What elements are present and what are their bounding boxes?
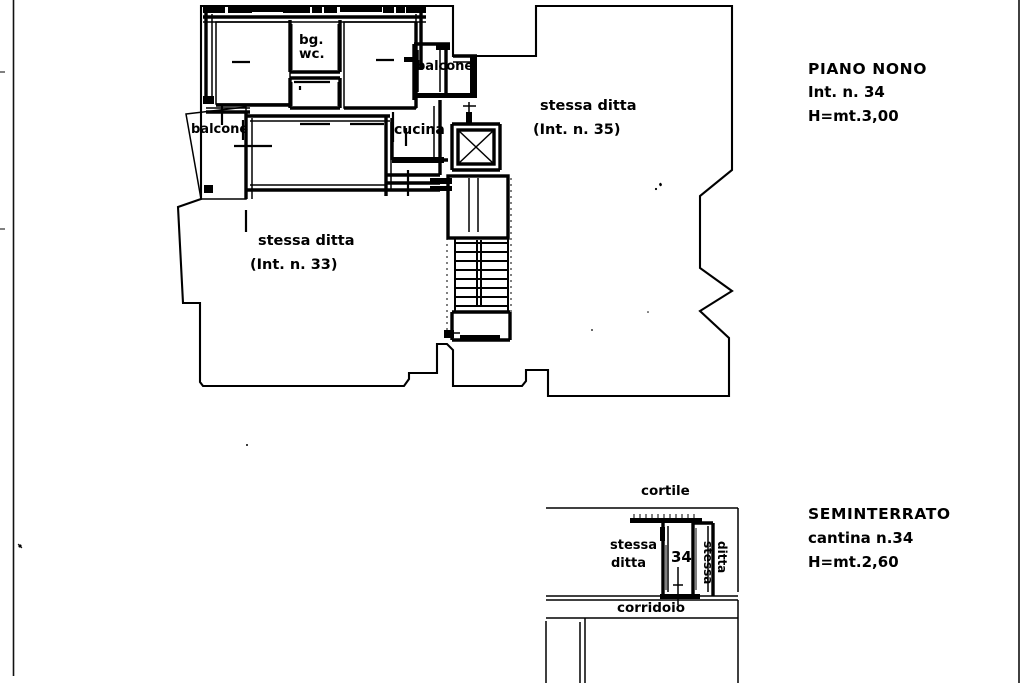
- annotation-seminterrato-height: H=mt.2,60: [808, 553, 899, 571]
- annotation-seminterrato-cantina: cantina n.34: [808, 529, 913, 547]
- label-balcone-top: balcone: [416, 59, 473, 74]
- label-basement-stessa-ditta-line2: ditta: [611, 556, 646, 571]
- apartment-walls: [203, 6, 477, 232]
- ink-speckles: [246, 182, 662, 446]
- label-neighbour-left-line1: stessa ditta: [258, 233, 355, 249]
- section-guides: [446, 178, 512, 340]
- label-corridoio: corridoio: [617, 600, 685, 616]
- basement-detail-group: cortile stessa ditta 34 stessa ditta cor…: [545, 483, 739, 683]
- cantina-top-hatch: [633, 514, 695, 519]
- label-neighbour-left-line2: (Int. n. 33): [250, 257, 338, 273]
- label-balcone-left: balcone: [191, 122, 248, 137]
- stairwell-core: [444, 102, 512, 342]
- label-cucina: cucina: [394, 122, 445, 138]
- annotation-lower-block: SEMINTERRATO cantina n.34 H=mt.2,60: [808, 505, 951, 571]
- balcony-left-shape: [185, 106, 247, 200]
- label-basement-stessa-ditta-vertical-line1: stessa: [701, 541, 715, 584]
- label-neighbour-right-line1: stessa ditta: [540, 98, 637, 114]
- cantina-wall-hatch: [665, 528, 697, 590]
- label-neighbour-right-line2: (Int. n. 35): [533, 122, 621, 138]
- stair-treads: [454, 238, 509, 312]
- building-outline: [176, 4, 734, 398]
- door-openings: [220, 58, 410, 232]
- annotation-seminterrato-title: SEMINTERRATO: [808, 505, 951, 523]
- main-floor-plan-group: bg. wc. balcone balcone cucina stessa di…: [176, 4, 734, 446]
- label-basement-stessa-ditta-line1: stessa: [610, 538, 657, 553]
- plan-label-group: bg. wc. balcone balcone cucina stessa di…: [191, 32, 637, 273]
- label-cortile: cortile: [641, 483, 690, 499]
- annotation-upper-block: PIANO NONO Int. n. 34 H=mt.3,00: [808, 60, 927, 125]
- annotation-piano-nono-interno: Int. n. 34: [808, 83, 885, 101]
- label-bagno-line1: bg.: [299, 32, 323, 48]
- label-cantina-number: 34: [671, 548, 692, 566]
- wall-hatching-bagno: [291, 24, 339, 106]
- label-basement-stessa-ditta-vertical-line2: ditta: [715, 541, 729, 573]
- annotation-piano-nono-title: PIANO NONO: [808, 60, 927, 78]
- annotation-piano-nono-height: H=mt.3,00: [808, 107, 899, 125]
- label-bagno-line2: wc.: [299, 46, 325, 62]
